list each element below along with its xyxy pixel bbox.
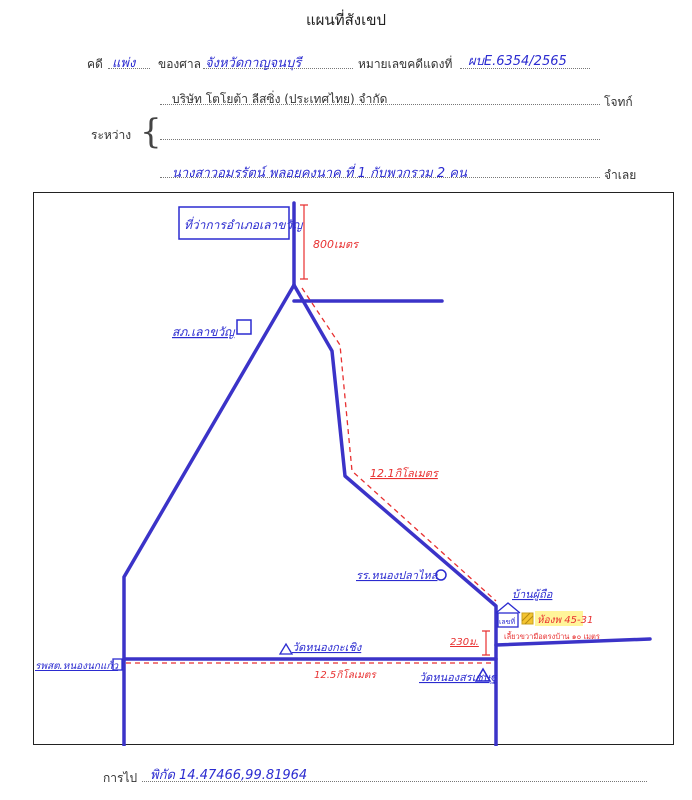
court-value: จังหวัดกาญจนบุรี (205, 56, 302, 71)
court-label: ของศาล (158, 57, 201, 71)
house-note-label: เลี้ยวขวามือตรงบ้าน ๑๐ เมตร (504, 631, 600, 641)
plot-hatch-icon (521, 612, 534, 625)
dotline (160, 177, 600, 178)
sketch-map: ที่ว่าการอำเภอเลาขวัญ 800เมตร สภ.เลาขวัญ… (33, 192, 674, 748)
road-left-diagonal (122, 283, 296, 748)
page-title: แผนที่สังเขป (306, 11, 386, 29)
defendant-value: นางสาวอมรรัตน์ พลอยคงนาค ที่ 1 กับพวกรวม… (172, 166, 467, 181)
dotline (203, 68, 353, 69)
house-roof-icon (495, 602, 521, 614)
directions-label: การไป (103, 771, 138, 785)
police-station-icon (236, 319, 252, 335)
dotline (160, 104, 600, 105)
school-icon (435, 569, 447, 581)
temple-mid-icon (278, 642, 294, 655)
road-right-descent (292, 283, 498, 748)
case-type-label: คดี (87, 57, 103, 71)
dist-top-label: 800เมตร (313, 238, 360, 251)
house-no-label: เลขที่ (499, 617, 515, 626)
measure-top (300, 204, 308, 280)
road-east-spur (494, 637, 652, 647)
brace-icon: { (140, 112, 162, 152)
hospital-icon (112, 658, 123, 671)
dotline (142, 781, 647, 782)
dotline (160, 139, 600, 140)
plot-hatch-lines (521, 612, 534, 625)
case-type-value: แพ่ง (112, 56, 136, 71)
temple-mid-label: วัดหนองกะเชิง (292, 641, 363, 654)
district-office-label: ที่ว่าการอำเภอเลาขวัญ (184, 216, 304, 232)
dist-mid-label: 12.1กิโลเมตร (370, 467, 440, 480)
house-icon (497, 612, 519, 628)
sketch-map-svg: ที่ว่าการอำเภอเลาขวัญ 800เมตร สภ.เลาขวัญ… (35, 201, 652, 748)
measure-small (482, 630, 490, 656)
between-label: ระหว่าง (91, 128, 132, 142)
directions-value: พิกัด 14.47466,99.81964 (150, 768, 308, 783)
district-office-box (178, 206, 290, 240)
red-number-value: ผบE.6354/2565 (468, 54, 567, 69)
red-number-label: หมายเลขคดีแดงที่ (358, 57, 453, 71)
plaintiff-value: บริษัท โตโยต้า ลีสซิ่ง (ประเทศไทย) จำกัด (172, 92, 388, 106)
defendant-role: จำเลย (604, 168, 637, 182)
plaintiff-role: โจทก์ (604, 95, 633, 109)
highlight-box (535, 611, 583, 626)
dotline (108, 68, 150, 69)
hospital-left-label: รพสต.หนองนกแก้ว (35, 660, 119, 672)
highlight-label: ห้องพ 45-31 (537, 614, 593, 626)
dist-small-label: 230ม. (450, 637, 479, 648)
school-label: รร.หนองปลาไหล (356, 569, 439, 582)
route-dashed (301, 287, 497, 602)
temple-right-icon (474, 667, 492, 682)
dotline (460, 68, 590, 69)
police-station-label: สภ.เลาขวัญ (172, 325, 236, 339)
target-house-label: บ้านผู้ถือ (512, 588, 553, 601)
dist-bottom-label: 12.5กิโลเมตร (314, 669, 377, 681)
